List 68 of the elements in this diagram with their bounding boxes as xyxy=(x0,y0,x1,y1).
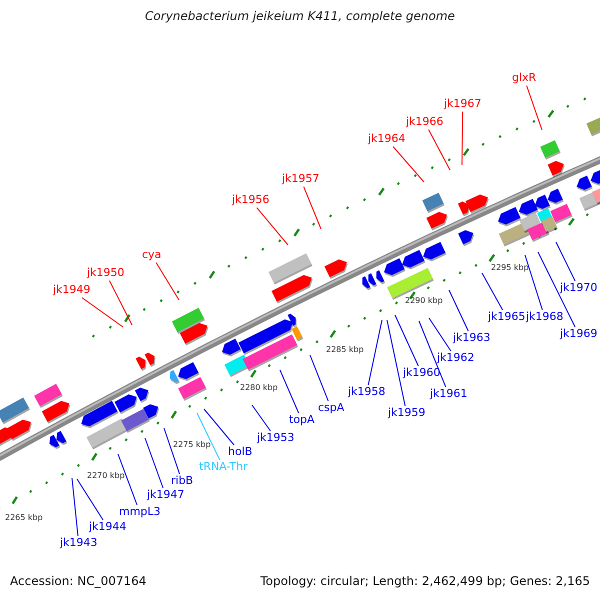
gene-label: jk1964 xyxy=(368,133,406,146)
leader-line xyxy=(310,354,329,402)
leader-line xyxy=(76,478,104,520)
scale-label: 2265 kbp xyxy=(5,513,43,522)
scale-label: 2270 kbp xyxy=(87,471,125,480)
leader-line xyxy=(280,370,300,414)
leader-line xyxy=(418,320,446,388)
leader-line xyxy=(118,454,138,506)
scale-label: 2290 kbp xyxy=(405,296,443,306)
leader-line xyxy=(156,262,180,300)
gene-label: jk1962 xyxy=(437,352,474,365)
leader-line xyxy=(196,412,220,460)
leader-line xyxy=(303,186,322,230)
leader-line xyxy=(256,207,288,246)
gene-label: cya xyxy=(142,249,162,262)
leader-line xyxy=(204,408,235,446)
gene-label: jk1963 xyxy=(453,332,490,345)
gene-label: jk1956 xyxy=(232,194,270,207)
gene-label: jk1966 xyxy=(406,116,444,129)
gene-label: jk1968 xyxy=(526,311,564,324)
leader-line xyxy=(394,314,419,366)
leader-line xyxy=(526,85,542,130)
leader-line xyxy=(482,272,504,310)
leader-line xyxy=(538,252,576,328)
gene-label: jk1958 xyxy=(348,386,386,399)
leader-line xyxy=(448,290,469,332)
gene-label: jk1950 xyxy=(87,267,124,280)
gene-label: jk1959 xyxy=(388,407,426,420)
gene-label: jk1965 xyxy=(488,311,526,324)
gene-label: jk1957 xyxy=(282,173,320,186)
gene-label: jk1969 xyxy=(560,328,598,341)
gene-label: tRNA-Thr xyxy=(199,461,248,474)
gene-label: cspA xyxy=(318,402,344,415)
gene-label: jk1947 xyxy=(147,489,184,502)
leader-line xyxy=(72,478,78,536)
gene-label: ribB xyxy=(171,475,194,488)
leader-line xyxy=(81,297,124,328)
title: Corynebacterium jeikeium K411, complete genome xyxy=(144,10,456,24)
scale-label: 2275 kbp xyxy=(173,440,211,450)
leader-line xyxy=(386,320,406,406)
scale-label: 2280 kbp xyxy=(240,383,278,392)
gene-label: jk1953 xyxy=(257,432,294,445)
gene-label: jk1967 xyxy=(444,98,482,111)
gene-label: jk1961 xyxy=(430,388,468,401)
footer-text: Topology: circular; Length: 2,462,499 bp; Genes: 2,165 xyxy=(260,575,590,589)
gene-label: jk1970 xyxy=(560,282,598,295)
scale-label: 2295 kbp xyxy=(491,263,529,272)
leader-line xyxy=(428,318,452,352)
leader-line xyxy=(524,254,543,310)
leader-line xyxy=(462,111,464,166)
gene-label: mmpL3 xyxy=(119,506,161,519)
gene-label: holB xyxy=(228,446,252,459)
gene-label: glxR xyxy=(512,72,536,85)
leader-line xyxy=(144,438,164,488)
leader-line xyxy=(108,280,132,326)
leader-line xyxy=(556,242,576,282)
leader-line xyxy=(428,129,450,170)
gene-label: jk1944 xyxy=(89,521,126,534)
leader-line xyxy=(252,404,271,432)
footer-text: Accession: NC_007164 xyxy=(10,575,146,589)
gene-label: jk1943 xyxy=(60,537,98,550)
leader-line xyxy=(164,428,180,474)
leader-line xyxy=(392,146,424,182)
gene-label: jk1949 xyxy=(53,284,90,297)
scale-label: 2285 kbp xyxy=(326,345,364,354)
gene-label: jk1960 xyxy=(403,367,440,380)
leader-line xyxy=(368,320,382,386)
gene-label: topA xyxy=(289,414,315,427)
